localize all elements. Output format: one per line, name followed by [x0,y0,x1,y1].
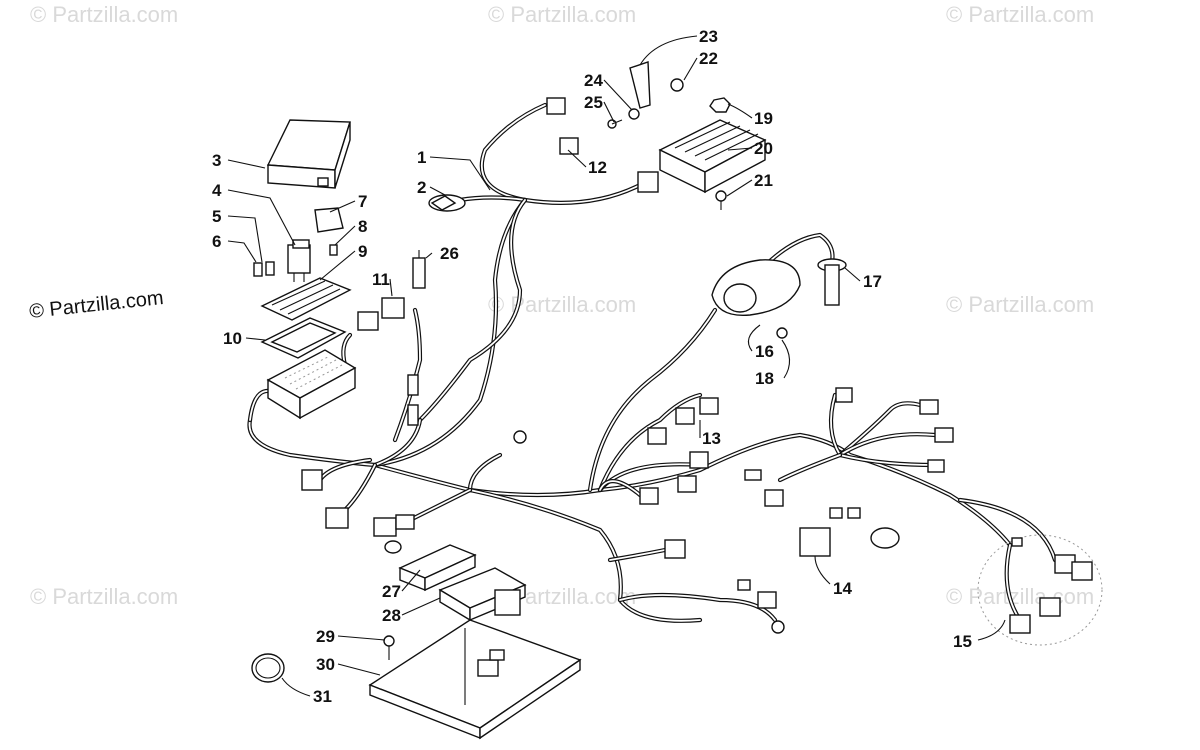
harness-connectors-left [301,430,527,554]
fuse-box-cover-part [266,119,351,189]
callout-29: 29 [316,627,335,646]
callout-21: 21 [754,171,773,190]
callout-3: 3 [212,151,221,170]
watermark-mid-center: © Partzilla.com [488,292,636,317]
callout-26: 26 [440,244,459,263]
mini-relay-part [314,207,344,233]
connector-12-part [546,97,579,155]
nut-part [709,97,731,113]
watermark-mid-right: © Partzilla.com [946,292,1094,317]
circuit-board-part [260,277,352,321]
callout-13: 13 [702,429,721,448]
callout-14: 14 [833,579,852,598]
callout-2: 2 [417,178,426,197]
callout-30: 30 [316,655,335,674]
fuse-parts [253,244,338,277]
ecu-module-part [398,544,527,622]
watermark-top-left: © Partzilla.com [30,2,178,27]
gasket-part [260,317,347,359]
relay-part [287,239,311,282]
bracket-part [607,61,684,129]
harness-connectors-right [835,387,1023,547]
callout-25: 25 [584,93,603,112]
callout-31: 31 [313,687,332,706]
copyright-notice: © Partzilla.com [28,287,164,323]
watermark-top-center: © Partzilla.com [488,2,636,27]
callout-20: 20 [754,139,773,158]
callout-23: 23 [699,27,718,46]
callout-19: 19 [754,109,773,128]
watermark-bottom-left: © Partzilla.com [30,584,178,609]
connector-group-13 [639,397,719,505]
switch-cluster-14 [744,469,900,557]
callout-1: 1 [417,148,426,167]
callout-12: 12 [588,158,607,177]
callout-4: 4 [212,181,222,200]
terminal-boot-part [428,194,466,212]
oxygen-sensor-part [357,250,426,426]
callout-11: 11 [372,270,390,289]
callout-22: 22 [699,49,718,68]
leader-lines [227,35,1006,697]
callout-7: 7 [358,192,367,211]
screw-29-part [383,635,395,660]
screw-21-part [715,190,727,210]
callout-10: 10 [223,329,242,348]
callout-24: 24 [584,71,603,90]
callout-18: 18 [755,369,774,388]
fuse-block-part [266,349,357,420]
wiring-harness [247,102,1058,623]
callout-27: 27 [382,582,401,601]
callout-6: 6 [212,232,221,251]
callout-15: 15 [953,632,972,651]
watermark-top-right: © Partzilla.com [946,2,1094,27]
callout-labels: 1 2 3 4 5 6 7 8 9 10 11 12 13 14 15 16 1… [212,27,972,706]
starter-solenoid-part [711,259,801,339]
connector-cluster-15 [977,534,1103,646]
watermark-bottom-right: © Partzilla.com [946,584,1094,609]
callout-5: 5 [212,207,221,226]
mounting-tray-part [368,619,582,740]
callout-9: 9 [358,242,367,261]
watermark-layer: © Partzilla.com © Partzilla.com © Partzi… [30,2,1094,609]
cable-tie-part [251,653,285,683]
callout-28: 28 [382,606,401,625]
voltage-regulator-part [637,119,767,194]
harness-connectors-bottom [664,539,785,634]
accessory-socket-part [817,258,847,306]
callout-16: 16 [755,342,774,361]
callout-8: 8 [358,217,367,236]
callout-17: 17 [863,272,882,291]
